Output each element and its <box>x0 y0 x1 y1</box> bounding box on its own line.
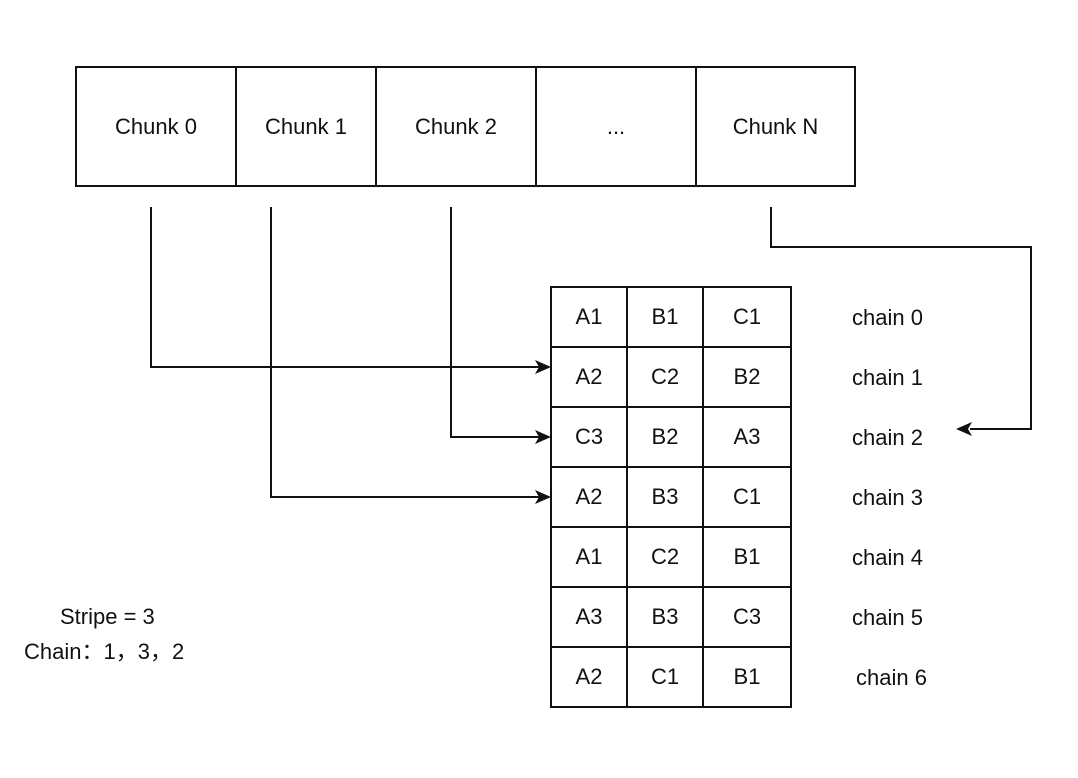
chunk-label: Chunk 2 <box>415 113 497 139</box>
chain-cell: C2 <box>628 348 704 406</box>
chunk-label: Chunk N <box>732 113 819 139</box>
chain-label: chain 3 <box>852 485 923 510</box>
connector-chunk0-to-chain1 <box>150 207 540 368</box>
chain-row-5: A3 B3 C3 <box>552 588 790 648</box>
chain-label: chain 1 <box>852 365 923 390</box>
arrowhead-chain2-left <box>535 430 551 444</box>
chain-label: chain 4 <box>852 545 923 570</box>
chain-label: chain 2 <box>852 425 923 450</box>
chunk-cell-1: Chunk 1 <box>237 68 377 185</box>
chunk-label: Chunk 1 <box>265 113 347 139</box>
chain-cell: B2 <box>733 364 761 389</box>
chunk-bar: Chunk 0 Chunk 1 Chunk 2 ... Chunk N <box>75 66 856 187</box>
chunk-cell-ellipsis: ... <box>537 68 697 185</box>
chain-cell: B1 <box>628 288 704 346</box>
connector-chunk2-to-chain2 <box>450 207 540 438</box>
chain-cell: B1 <box>733 664 761 689</box>
chain-cell: B3 <box>628 588 704 646</box>
chain-row-2: C3 B2 A3 <box>552 408 790 468</box>
chain-cell: A3 <box>733 424 761 449</box>
chain-cell: C1 <box>628 648 704 706</box>
chain-cell: A1 <box>552 528 628 586</box>
chain-label: chain 0 <box>852 305 923 330</box>
chain-label: chain 5 <box>852 605 923 630</box>
chunk-cell-0: Chunk 0 <box>77 68 237 185</box>
chain-cell: A2 <box>552 648 628 706</box>
chain-cell: C3 <box>732 604 762 629</box>
arrowhead-chain3 <box>535 490 551 504</box>
chain-label: chain 6 <box>856 665 927 690</box>
chain-row-3: A2 B3 C1 <box>552 468 790 528</box>
chunk-label: Chunk 0 <box>115 113 197 139</box>
connector-chunk1-to-chain3 <box>270 207 540 498</box>
chain-row-6: A2 C1 B1 <box>552 648 790 708</box>
stripe-note: Stripe = 3 <box>60 604 155 629</box>
chain-row-4: A1 C2 B1 <box>552 528 790 588</box>
chunk-label: ... <box>606 113 626 139</box>
arrowhead-chain1 <box>535 360 551 374</box>
chunk-cell-n: Chunk N <box>697 68 854 185</box>
chain-cell: C2 <box>628 528 704 586</box>
chain-cell: C3 <box>552 408 628 466</box>
chain-cell: B2 <box>628 408 704 466</box>
chain-order-note: Chain：1，3，2 <box>24 639 185 664</box>
chain-row-1: A2 C2 B2 <box>552 348 790 408</box>
chain-cell: A2 <box>552 348 628 406</box>
chain-cell: C1 <box>732 484 762 509</box>
arrowhead-chain2-right <box>956 422 972 436</box>
chunk-cell-2: Chunk 2 <box>377 68 537 185</box>
chain-cell: B1 <box>733 544 761 569</box>
chain-table: A1 B1 C1 A2 C2 B2 C3 B2 A3 A2 B3 C1 A1 C… <box>550 286 792 708</box>
chain-row-0: A1 B1 C1 <box>552 288 790 348</box>
chain-cell: B3 <box>628 468 704 526</box>
chain-cell: A1 <box>552 288 628 346</box>
chain-cell: A2 <box>552 468 628 526</box>
chain-cell: A3 <box>552 588 628 646</box>
chain-cell: C1 <box>732 304 762 329</box>
connector-chunkN-to-chain2 <box>770 207 1032 430</box>
